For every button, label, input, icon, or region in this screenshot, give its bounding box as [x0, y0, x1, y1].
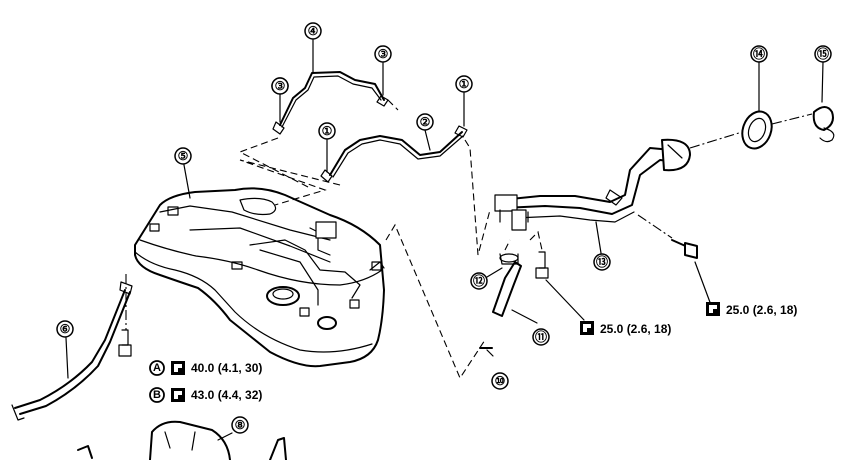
bolt-filler — [535, 251, 549, 279]
svg-text:⑥: ⑥ — [60, 322, 71, 336]
svg-text:25.0 (2.6, 18): 25.0 (2.6, 18) — [726, 303, 797, 317]
letter-b-badge: B — [149, 387, 165, 403]
svg-text:40.0 (4.1, 30): 40.0 (4.1, 30) — [191, 361, 262, 375]
svg-text:⑮: ⑮ — [817, 46, 829, 61]
bottom-partial-parts — [77, 420, 287, 460]
callout-3b: ③ — [374, 45, 392, 63]
wrench-icon-b — [171, 388, 185, 402]
svg-text:⑬: ⑬ — [596, 254, 608, 269]
svg-text:⑪: ⑪ — [535, 329, 547, 344]
wrench-icon-filler — [580, 321, 594, 335]
callout-leaders — [65, 39, 824, 441]
leader-lines — [238, 99, 813, 380]
torque-a: 40.0 (4.1, 30) — [191, 361, 262, 375]
callout-1b: ① — [455, 75, 473, 93]
svg-text:⑫: ⑫ — [473, 273, 485, 288]
callout-1c: ① — [318, 122, 336, 140]
hose-11 — [492, 253, 522, 317]
filler-tube — [494, 138, 698, 259]
strap-6 — [11, 274, 133, 421]
tube-2 — [329, 131, 464, 178]
svg-text:25.0 (2.6, 18): 25.0 (2.6, 18) — [600, 322, 671, 336]
svg-text:43.0 (4.4, 32): 43.0 (4.4, 32) — [191, 388, 262, 402]
callout-15: ⑮ — [814, 45, 832, 63]
fuel-tank — [134, 187, 385, 368]
svg-text:①: ① — [459, 77, 470, 91]
callout-13: ⑬ — [593, 253, 611, 271]
svg-text:④: ④ — [308, 24, 319, 38]
torque-b: 43.0 (4.4, 32) — [191, 388, 262, 402]
callout-4: ④ — [304, 22, 322, 40]
svg-text:③: ③ — [275, 79, 286, 93]
wrench-icon-a — [171, 361, 185, 375]
callout-11: ⑪ — [532, 328, 550, 346]
svg-text:⑧: ⑧ — [235, 418, 246, 432]
svg-text:B: B — [153, 389, 161, 401]
callout-10: ⑩ — [491, 372, 509, 390]
svg-text:②: ② — [420, 115, 431, 129]
torque-bolt-bracket: 25.0 (2.6, 18) — [726, 303, 797, 317]
callout-14: ⑭ — [750, 45, 768, 63]
callout-5: ⑤ — [174, 147, 192, 165]
callout-12: ⑫ — [470, 272, 488, 290]
letter-a-badge: A — [149, 360, 165, 376]
svg-text:①: ① — [322, 124, 333, 138]
callout-2: ② — [416, 113, 434, 131]
svg-text:⑩: ⑩ — [495, 374, 506, 388]
seal-ring-14 — [741, 110, 773, 150]
bolt-a-b — [118, 329, 132, 357]
callout-8: ⑧ — [231, 416, 249, 434]
svg-text:A: A — [153, 362, 161, 374]
wrench-icon-bracket — [706, 302, 720, 316]
callout-3a-visible: ③ — [271, 77, 289, 95]
callout-6: ⑥ — [56, 320, 74, 338]
tube-4 — [279, 71, 385, 128]
svg-text:⑤: ⑤ — [178, 149, 189, 163]
torque-bolt-filler: 25.0 (2.6, 18) — [600, 322, 671, 336]
svg-text:⑭: ⑭ — [753, 46, 765, 61]
filler-cap-15 — [812, 106, 835, 143]
svg-text:③: ③ — [378, 47, 389, 61]
